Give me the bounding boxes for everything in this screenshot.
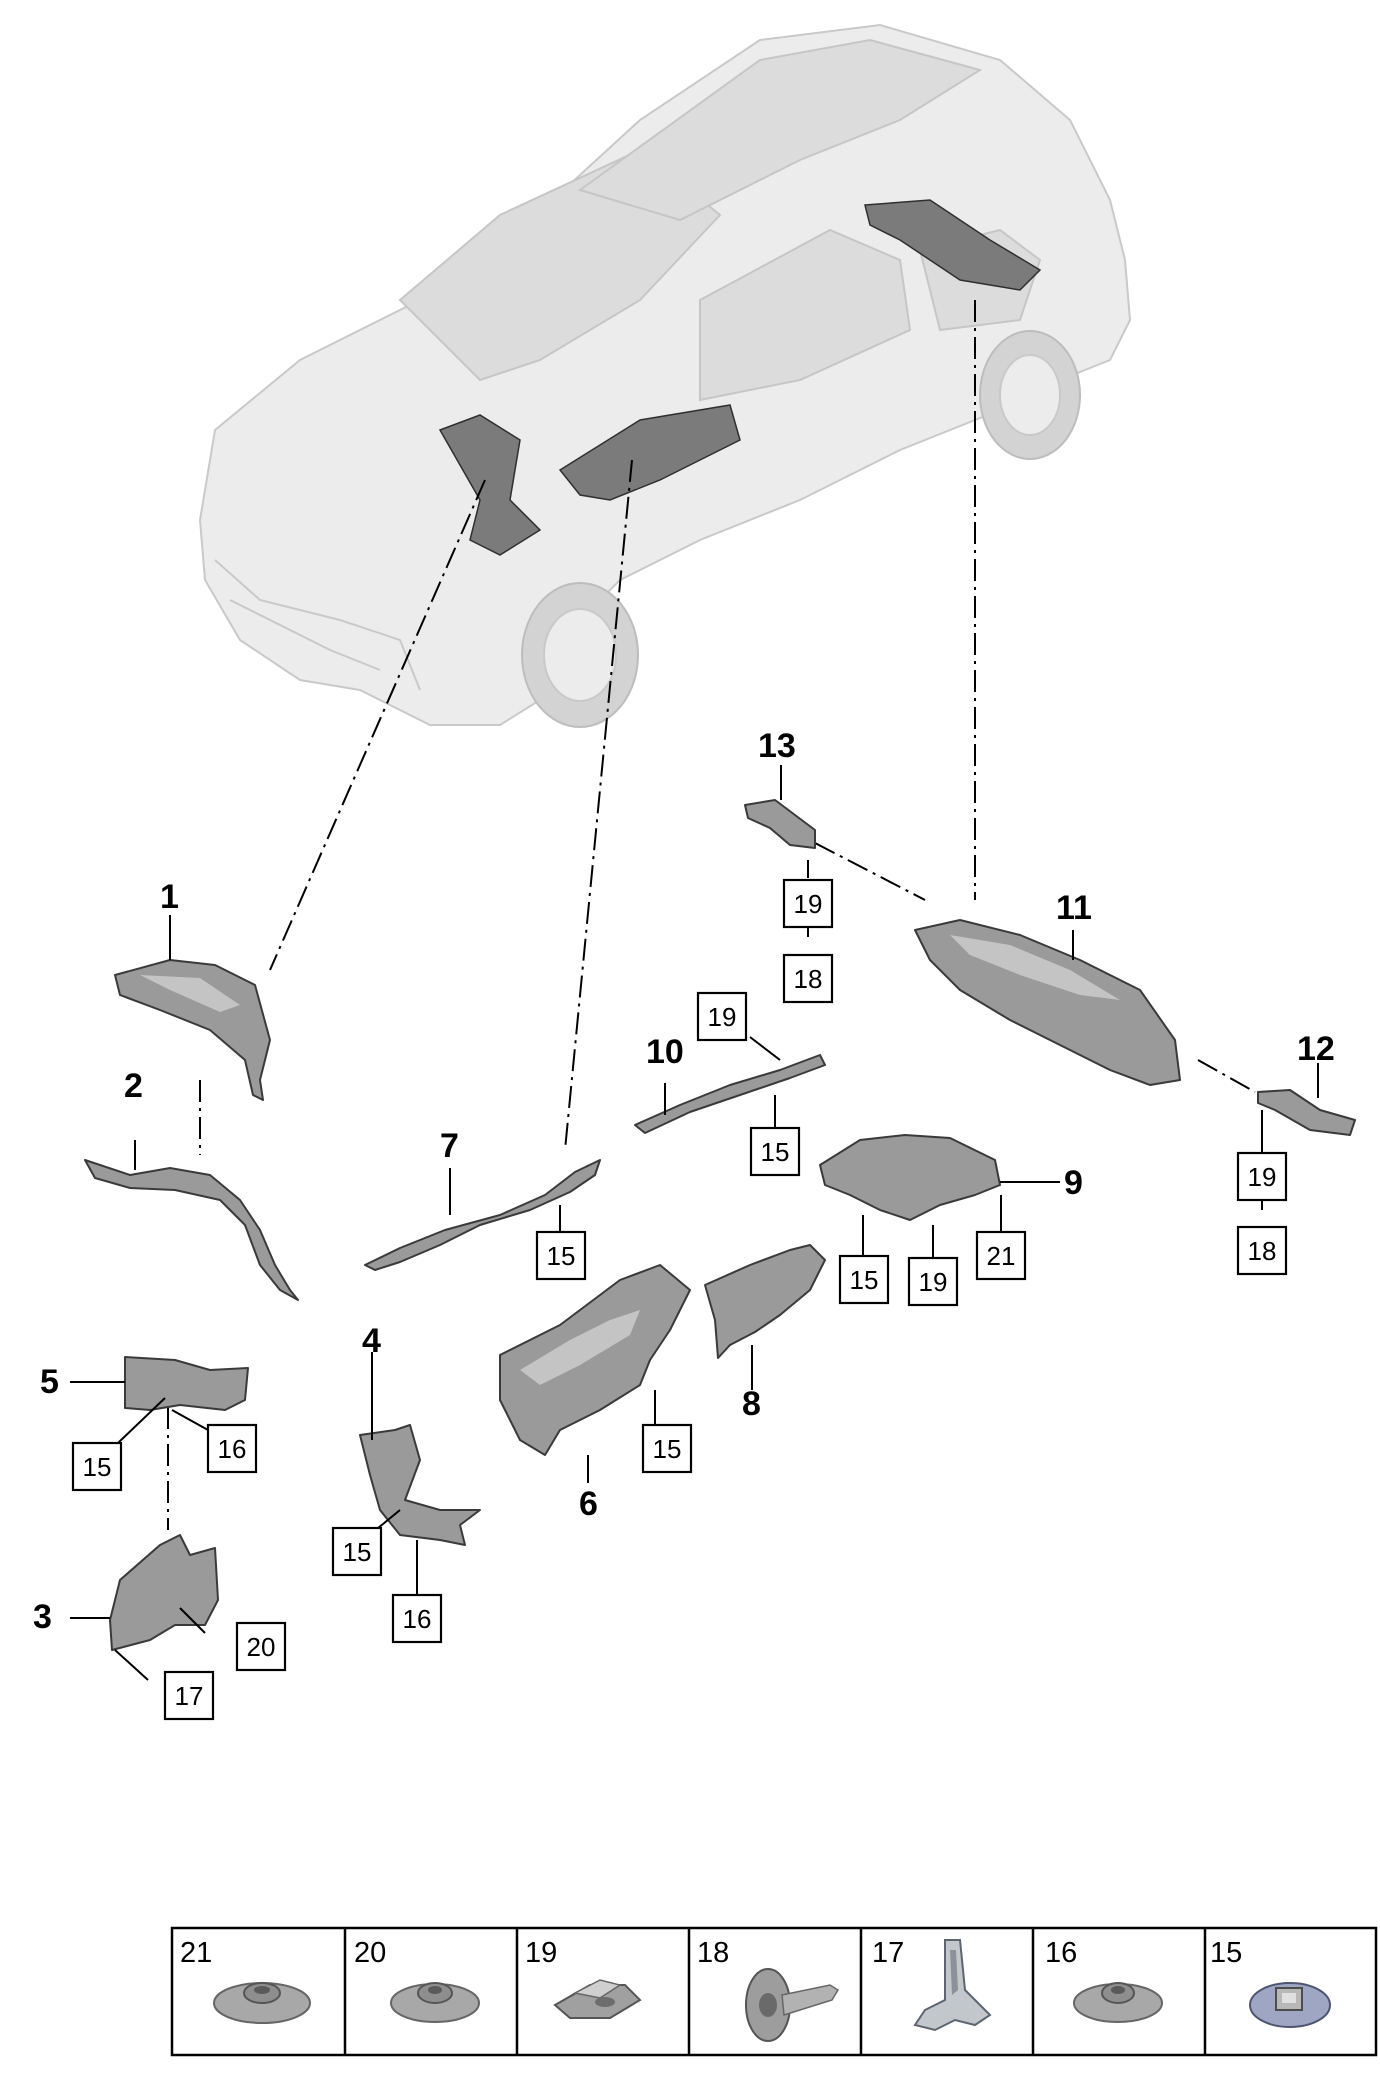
legend-number: 20 — [354, 1937, 386, 1969]
fastener-box: 15 — [331, 1526, 383, 1577]
fastener-number: 15 — [547, 1241, 576, 1271]
part-8-shield — [704, 1244, 826, 1359]
legend-number: 15 — [1210, 1937, 1242, 1969]
legend-number: 16 — [1045, 1937, 1077, 1969]
assembly-lines — [167, 300, 1256, 1530]
fastener-box: 15 — [641, 1423, 693, 1474]
fastener-box: 19 — [696, 991, 748, 1042]
part-7-shield — [364, 1159, 601, 1271]
fastener-box: 15 — [535, 1230, 587, 1281]
part-1-shield — [114, 959, 271, 1101]
fastener-number: 19 — [1248, 1162, 1277, 1192]
fastener-number: 20 — [247, 1632, 276, 1662]
legend-item-17: 17 — [872, 1937, 992, 2032]
fastener-number: 19 — [919, 1267, 948, 1297]
fastener-box: 19 — [782, 878, 834, 929]
legend-item-19: 19 — [525, 1937, 642, 2019]
part-number-callouts: 1 2 3 4 5 6 7 8 9 10 11 12 13 — [33, 727, 1335, 1636]
fastener-number: 19 — [794, 889, 823, 919]
callout-6: 6 — [579, 1485, 598, 1523]
legend-item-16: 16 — [1045, 1937, 1163, 2023]
fastener-number: 15 — [850, 1265, 879, 1295]
fastener-number: 15 — [653, 1434, 682, 1464]
callout-13: 13 — [758, 727, 796, 765]
part-4-shield — [359, 1424, 481, 1546]
part-13-bracket — [744, 799, 816, 849]
fastener-number: 16 — [403, 1604, 432, 1634]
fastener-box: 16 — [206, 1423, 258, 1474]
fastener-number: 19 — [708, 1002, 737, 1032]
leader-lines — [70, 765, 1319, 1681]
fastener-box: 17 — [163, 1670, 215, 1721]
legend-item-18: 18 — [697, 1937, 840, 2042]
fastener-number: 21 — [987, 1241, 1016, 1271]
fastener-box: 18 — [782, 953, 834, 1004]
fastener-box: 15 — [71, 1441, 123, 1492]
vehicle-illustration — [198, 23, 1132, 728]
expanding-rivet-icon — [745, 1968, 840, 2042]
fastener-box: 19 — [1236, 1151, 1288, 1202]
callout-1: 1 — [160, 878, 179, 916]
fastener-callouts: 15 15 15 15 15 15 16 16 — [71, 878, 1288, 1721]
speed-nut-icon — [1249, 1982, 1331, 2028]
legend-item-15: 15 — [1210, 1937, 1331, 2028]
legend-number: 19 — [525, 1937, 557, 1969]
clip-nut-icon — [553, 1979, 642, 2019]
callout-2: 2 — [124, 1067, 143, 1105]
legend-number: 18 — [697, 1937, 729, 1969]
fastener-box: 21 — [975, 1230, 1027, 1281]
part-5-shield — [124, 1356, 249, 1411]
fastener-number: 17 — [175, 1681, 204, 1711]
fastener-box: 20 — [235, 1621, 287, 1672]
fastener-number: 15 — [343, 1537, 372, 1567]
legend-number: 21 — [180, 1937, 212, 1969]
callout-3: 3 — [33, 1598, 52, 1636]
callout-4: 4 — [362, 1322, 381, 1360]
legend-item-21: 21 — [180, 1937, 311, 2024]
callout-11: 11 — [1056, 889, 1092, 927]
callout-9: 9 — [1064, 1164, 1083, 1202]
part-6-shield — [499, 1264, 691, 1456]
fastener-number: 15 — [761, 1137, 790, 1167]
spring-clip-icon — [913, 1939, 992, 2032]
flanged-nut-icon — [213, 1982, 311, 2024]
fastener-legend: 21 20 19 18 — [170, 1926, 1378, 2057]
part-10-shield — [634, 1054, 826, 1134]
part-11-shield — [914, 919, 1181, 1086]
flanged-nut-icon — [390, 1982, 480, 2023]
fastener-box: 15 — [749, 1126, 801, 1177]
callout-7: 7 — [440, 1127, 459, 1165]
fastener-number: 18 — [794, 964, 823, 994]
part-2-shield — [84, 1159, 299, 1301]
fastener-box: 16 — [391, 1593, 443, 1644]
fastener-number: 15 — [83, 1452, 112, 1482]
callout-5: 5 — [40, 1363, 59, 1401]
callout-12: 12 — [1297, 1030, 1335, 1068]
fastener-box: 15 — [838, 1254, 890, 1305]
fastener-number: 16 — [218, 1434, 247, 1464]
legend-number: 17 — [872, 1937, 904, 1969]
fastener-box: 18 — [1236, 1225, 1288, 1276]
callout-8: 8 — [742, 1385, 761, 1423]
part-12-bracket — [1257, 1089, 1356, 1136]
fastener-box: 19 — [907, 1256, 959, 1307]
flanged-nut-icon — [1073, 1982, 1163, 2023]
part-9-shield — [819, 1134, 1001, 1221]
legend-item-20: 20 — [354, 1937, 480, 2023]
callout-10: 10 — [646, 1033, 684, 1071]
part-3-shield — [109, 1534, 219, 1651]
fastener-number: 18 — [1248, 1236, 1277, 1266]
